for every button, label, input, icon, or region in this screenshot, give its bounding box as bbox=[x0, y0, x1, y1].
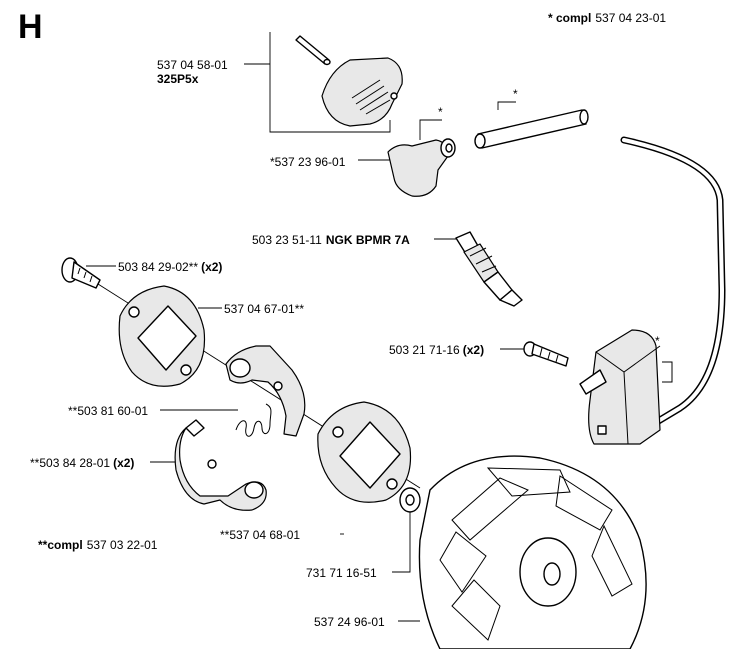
label-plate-top: 537 04 67-01** bbox=[224, 302, 304, 316]
ignition-cover bbox=[321, 57, 403, 127]
clutch-plate-bottom bbox=[317, 401, 412, 503]
label-spring: **503 81 60-01 bbox=[68, 404, 148, 418]
label-cover-part: 537 04 58-01 bbox=[157, 58, 228, 72]
spark-plug-cap bbox=[387, 138, 456, 197]
label-coil-screw: 503 21 71-16(x2) bbox=[389, 343, 484, 357]
compl-footer-prefix: **compl bbox=[38, 538, 83, 552]
section-letter: H bbox=[18, 8, 43, 46]
washer bbox=[399, 487, 421, 513]
plug-name: NGK BPMR 7A bbox=[326, 233, 410, 247]
clutch-plate-top bbox=[118, 285, 206, 387]
label-cap-marker-b: * bbox=[513, 87, 518, 101]
pin bbox=[295, 35, 331, 66]
label-flywheel: 537 24 96-01 bbox=[314, 615, 385, 629]
label-spark-cap: *537 23 96-01 bbox=[270, 155, 346, 169]
compl-header: * compl 537 04 23-01 bbox=[548, 11, 666, 25]
screw-left bbox=[61, 257, 101, 289]
spring bbox=[235, 403, 272, 437]
plug-part-number: 503 23 51-11 bbox=[252, 233, 322, 247]
label-plate-bottom: **537 04 68-01 bbox=[220, 528, 300, 542]
label-coil-marker: * bbox=[655, 334, 660, 348]
screw-part-number: 503 84 29-02** bbox=[118, 260, 198, 274]
compl-footer: **compl 537 03 22-01 bbox=[38, 538, 158, 552]
leader-cover-bracket bbox=[269, 32, 391, 133]
label-cover-model: 325P5x bbox=[157, 72, 199, 86]
coil-screw-part-number: 503 21 71-16 bbox=[389, 343, 460, 357]
label-washer: 731 71 16-51 bbox=[306, 566, 377, 580]
leader-washer bbox=[392, 510, 411, 573]
label-cap-marker-a: * bbox=[438, 105, 443, 119]
ignition-module bbox=[579, 329, 673, 445]
label-shoe: **503 84 28-01(x2) bbox=[30, 456, 134, 470]
coil-screw bbox=[523, 341, 569, 367]
spark-plug bbox=[455, 231, 523, 307]
clutch-shoe-top bbox=[225, 345, 306, 437]
leader-cap-a bbox=[419, 119, 442, 140]
compl-header-number: 537 04 23-01 bbox=[595, 11, 666, 25]
leader-cap-b bbox=[497, 101, 516, 110]
screw-qty: (x2) bbox=[201, 260, 222, 274]
label-screw: 503 84 29-02**(x2) bbox=[118, 260, 222, 274]
label-spark-plug: 503 23 51-11 NGK BPMR 7A bbox=[252, 233, 410, 247]
shoe-qty: (x2) bbox=[113, 456, 134, 470]
shoe-part-number: **503 84 28-01 bbox=[30, 456, 110, 470]
ignition-cable bbox=[620, 136, 726, 430]
compl-header-prefix: * compl bbox=[548, 11, 591, 25]
compl-footer-number: 537 03 22-01 bbox=[87, 538, 158, 552]
coil-screw-qty: (x2) bbox=[463, 343, 484, 357]
lead-tube bbox=[474, 109, 589, 149]
clutch-shoe-bottom bbox=[174, 419, 267, 511]
flywheel bbox=[418, 455, 647, 650]
